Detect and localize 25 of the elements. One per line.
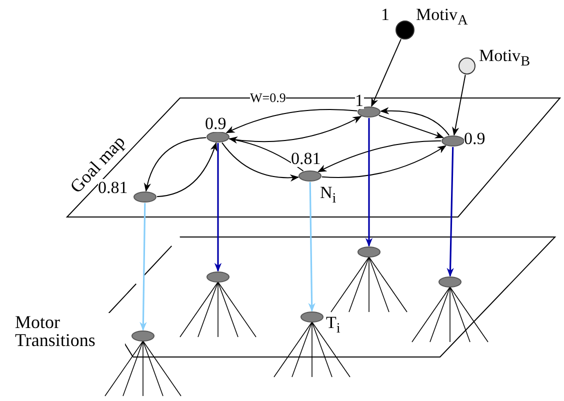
node-value: 0.81 [291, 150, 321, 167]
arrow [371, 38, 402, 107]
arrow [214, 143, 222, 272]
node-value: 1 [355, 92, 364, 109]
arrow [222, 142, 300, 182]
node-name: T$_{i}$ [326, 314, 340, 336]
arrow [378, 114, 444, 138]
arrow [308, 182, 316, 312]
arrow [321, 145, 446, 178]
arrow [228, 136, 304, 172]
arrow [452, 74, 466, 136]
edge-label: W=0.9 [250, 91, 286, 104]
node-value: 0.9 [205, 115, 226, 132]
arrow [380, 107, 450, 136]
arrow [318, 140, 442, 172]
plane-label: Motor Transitions [15, 313, 125, 349]
node-value: 0.9 [464, 130, 486, 147]
arrow [156, 142, 217, 198]
arrow [140, 202, 147, 331]
arrow [446, 146, 454, 277]
node-name: N$_{i}$ [320, 184, 336, 206]
arrow [226, 109, 358, 134]
node-name: 1 [381, 6, 390, 23]
arrow [144, 137, 207, 192]
arrow [365, 118, 373, 247]
